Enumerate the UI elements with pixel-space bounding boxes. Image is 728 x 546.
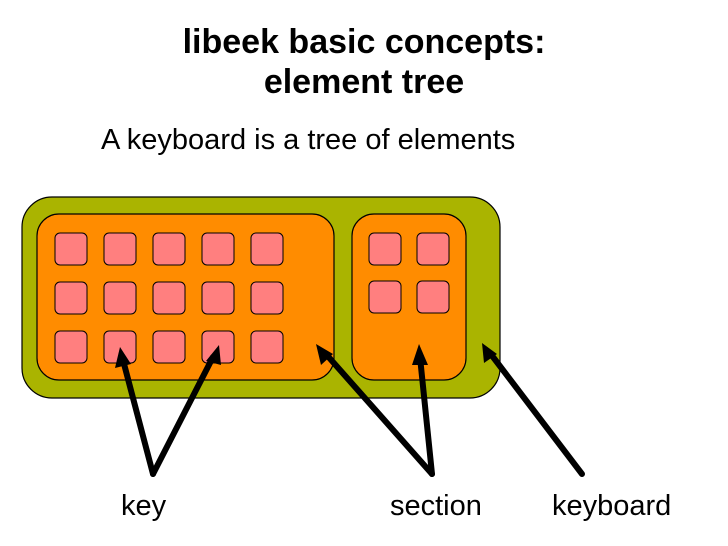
key-element: [368, 280, 402, 314]
key-element: [54, 330, 88, 364]
arrowhead-keyboard: [482, 343, 497, 363]
title-line-2: element tree: [263, 63, 465, 101]
arrow-key-1: [120, 357, 156, 477]
key-element: [416, 232, 450, 266]
arrow-key-2: [150, 354, 216, 477]
key-grid-right: [368, 232, 450, 314]
key-element: [250, 232, 284, 266]
key-element: [54, 232, 88, 266]
key-grid-left: [54, 232, 284, 364]
key-element: [250, 281, 284, 315]
key-element: [103, 232, 137, 266]
label-key: key: [121, 490, 167, 522]
key-element: [201, 232, 235, 266]
key-element: [250, 330, 284, 364]
key-element: [368, 232, 402, 266]
arrow-section-1: [322, 350, 435, 477]
key-element: [152, 330, 186, 364]
key-element: [201, 281, 235, 315]
key-element: [152, 281, 186, 315]
label-keyboard: keyboard: [552, 490, 672, 522]
arrowhead-key-1: [115, 347, 131, 368]
slide-title: libeek basic concepts: element tree: [0, 22, 728, 102]
arrowhead-section-1: [316, 344, 333, 365]
label-section: section: [390, 490, 482, 522]
arrowhead-key-2: [206, 345, 221, 365]
key-element: [152, 232, 186, 266]
key-element: [416, 280, 450, 314]
arrow-keyboard: [487, 350, 585, 477]
key-element: [103, 281, 137, 315]
arrowhead-section-2: [412, 344, 428, 365]
title-line-1: libeek basic concepts:: [182, 23, 546, 61]
subtitle: A keyboard is a tree of elements: [101, 124, 516, 156]
key-element: [54, 281, 88, 315]
arrow-section-2: [417, 354, 435, 477]
